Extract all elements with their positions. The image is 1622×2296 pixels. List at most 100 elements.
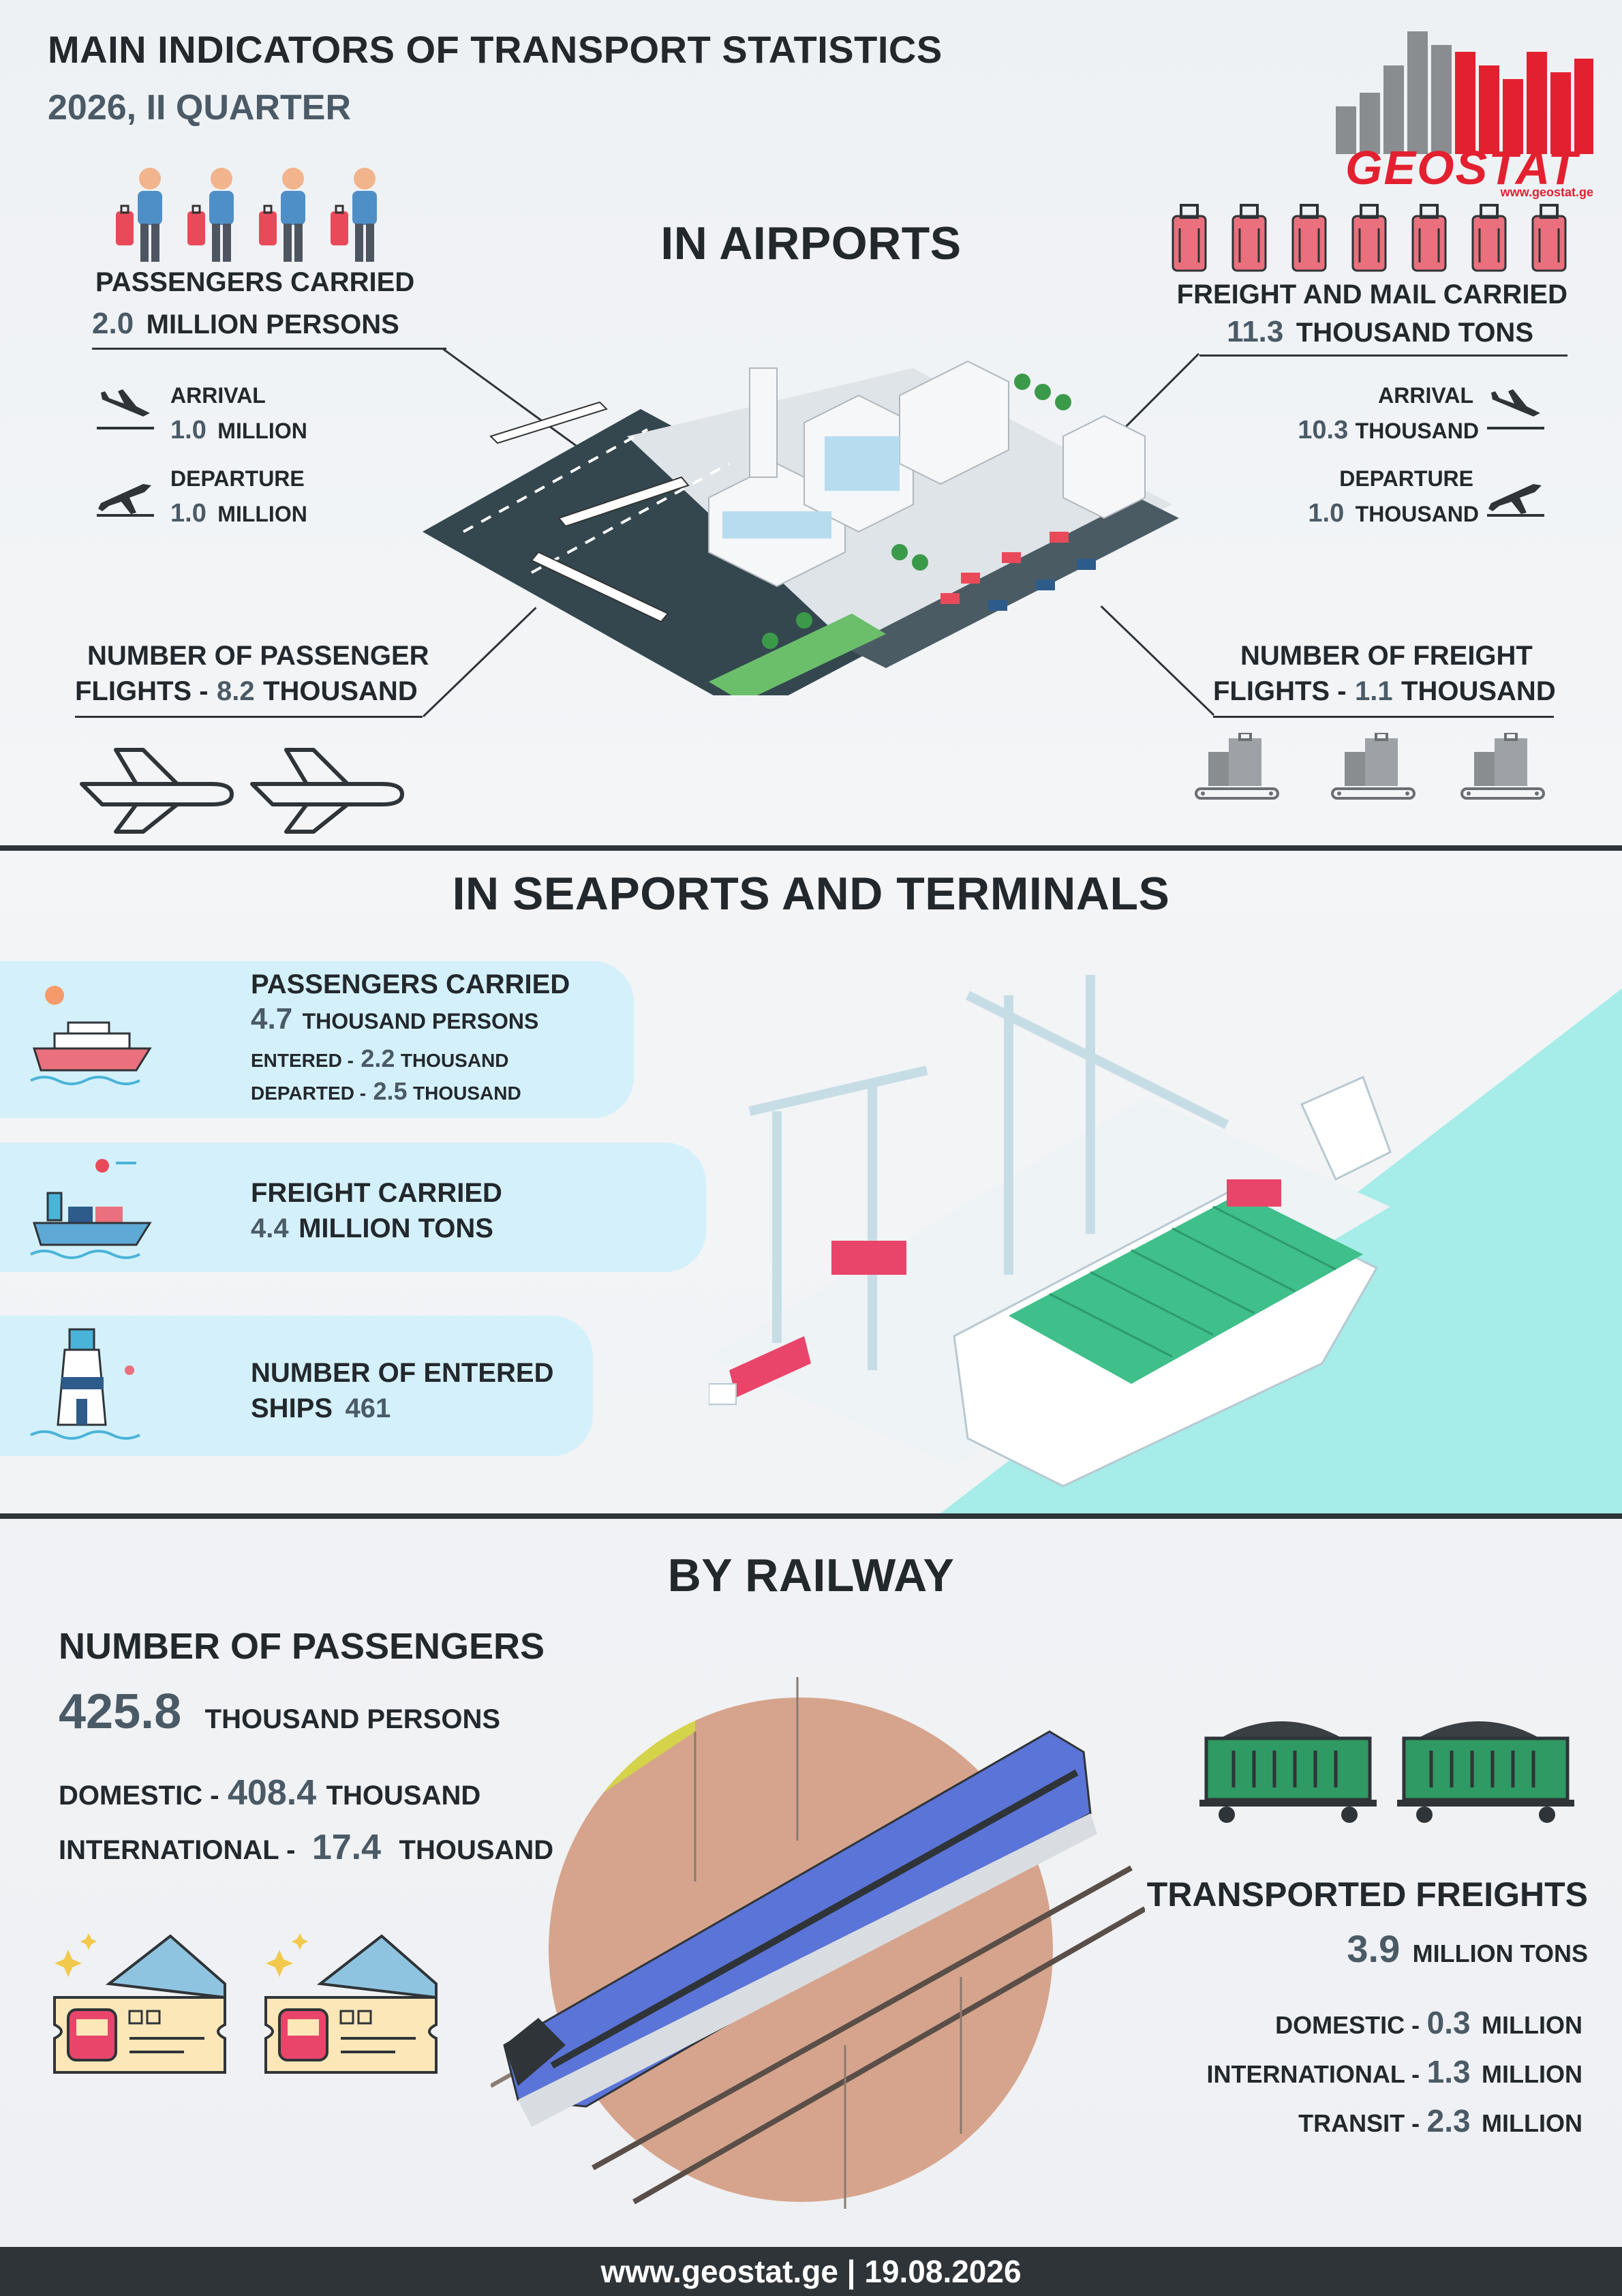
sea-freight-value-row: 4.4 MILLION TONS xyxy=(251,1213,493,1244)
air-fr-flights-row: FLIGHTS - 1.1 THOUSAND xyxy=(1213,676,1556,707)
rail-domestic-value: 408.4 xyxy=(228,1773,317,1813)
air-pass-departure-label: DEPARTURE xyxy=(170,466,305,491)
airports-heading: IN AIRPORTS xyxy=(660,217,962,269)
geostat-logo: GEOSTAT www.geostat.ge xyxy=(1329,25,1595,199)
rail-fr-domestic-row: DOMESTIC - 0.3 MILLION xyxy=(1275,2004,1582,2041)
sea-ships-row: SHIPS 461 xyxy=(251,1393,391,1424)
air-fr-departure-label: DEPARTURE xyxy=(1339,466,1473,491)
rail-fr-intl-row: INTERNATIONAL - 1.3 MILLION xyxy=(1207,2053,1583,2090)
train-tickets-icon xyxy=(53,1932,438,2074)
airport-illustration xyxy=(423,360,1179,695)
air-pass-departure-unit: MILLION xyxy=(217,502,307,526)
air-passengers-value: 2.0 xyxy=(92,307,134,340)
sea-pass-label: PASSENGERS CARRIED xyxy=(251,969,570,999)
page-title: MAIN INDICATORS OF TRANSPORT STATISTICS xyxy=(48,28,943,71)
rail-freight-value: 3.9 xyxy=(1347,1927,1401,1970)
rail-fr-transit-label: TRANSIT - xyxy=(1298,2109,1420,2137)
sea-pass-unit: THOUSAND PERSONS xyxy=(302,1009,539,1033)
cargo-ship-icon xyxy=(30,1159,152,1259)
rail-fr-intl-value: 1.3 xyxy=(1426,2054,1471,2089)
air-fr-arrival-label: ARRIVAL xyxy=(1378,383,1473,408)
rail-fr-domestic-value: 0.3 xyxy=(1426,2005,1471,2040)
sea-entered-value: 2.2 xyxy=(361,1044,395,1072)
air-pass-departure-row: 1.0 MILLION xyxy=(170,499,307,528)
air-fr-arrival-value: 10.3 xyxy=(1298,416,1349,444)
rail-pass-value: 425.8 xyxy=(59,1685,182,1739)
air-freight-value-row: 11.3 THOUSAND TONS xyxy=(1227,315,1533,349)
air-fr-departure-row: 1.0 THOUSAND xyxy=(1308,499,1479,528)
sea-departed-label: DEPARTED - xyxy=(251,1083,367,1104)
rail-pass-unit: THOUSAND PERSONS xyxy=(204,1704,501,1734)
sea-entered-label: ENTERED - xyxy=(251,1050,354,1071)
rail-domestic-unit: THOUSAND xyxy=(326,1781,481,1811)
sea-entered-unit: THOUSAND xyxy=(400,1050,509,1071)
rail-fr-intl-unit: MILLION xyxy=(1482,2060,1582,2088)
rail-fr-intl-label: INTERNATIONAL - xyxy=(1206,2060,1420,2088)
plane-arrival-icon xyxy=(97,389,154,429)
sea-freight-label: FREIGHT CARRIED xyxy=(251,1178,502,1208)
air-passengers-unit: MILLION PERSONS xyxy=(146,309,399,339)
rail-freight-unit: MILLION TONS xyxy=(1412,1939,1588,1967)
seaports-heading: IN SEAPORTS AND TERMINALS xyxy=(452,868,1170,920)
rail-pass-value-row: 425.8 THOUSAND PERSONS xyxy=(59,1684,500,1740)
logo-text: GEOSTAT xyxy=(1345,141,1578,194)
air-pass-flights-row: FLIGHTS - 8.2 THOUSAND xyxy=(75,676,418,707)
rail-intl-label: INTERNATIONAL - xyxy=(59,1835,296,1865)
air-pass-arrival-row: 1.0 MILLION xyxy=(170,416,307,445)
sea-ships-line1: NUMBER OF ENTERED xyxy=(251,1358,554,1388)
rail-fr-transit-value: 2.3 xyxy=(1426,2103,1471,2139)
rail-freight-label: TRANSPORTED FREIGHTS xyxy=(1146,1875,1588,1914)
sea-departed-unit: THOUSAND xyxy=(413,1083,521,1104)
passengers-people-icon xyxy=(116,166,378,263)
rail-intl-value: 17.4 xyxy=(311,1828,382,1867)
air-fr-arrival-unit: THOUSAND xyxy=(1355,419,1479,443)
footer-text: www.geostat.ge | 19.08.2026 xyxy=(600,2254,1022,2289)
sea-ships-value: 461 xyxy=(345,1393,391,1423)
rail-domestic-row: DOMESTIC - 408.4 THOUSAND xyxy=(59,1772,480,1813)
air-fr-flights-unit: THOUSAND xyxy=(1401,676,1556,706)
rail-intl-unit: THOUSAND xyxy=(399,1835,554,1865)
sea-departed-value: 2.5 xyxy=(373,1077,408,1105)
air-pass-departure-value: 1.0 xyxy=(170,499,206,528)
sea-entered-row: ENTERED - 2.2 THOUSAND xyxy=(251,1044,509,1073)
freight-departure-icon xyxy=(1487,484,1544,517)
air-freight-value: 11.3 xyxy=(1227,315,1284,348)
rail-fr-domestic-label: DOMESTIC - xyxy=(1275,2011,1420,2039)
air-fr-departure-value: 1.0 xyxy=(1308,499,1345,528)
railway-heading: BY RAILWAY xyxy=(667,1550,955,1601)
air-fr-flights-value: 1.1 xyxy=(1354,676,1393,706)
train-illustration xyxy=(491,1677,1145,2209)
air-passengers-value-row: 2.0 MILLION PERSONS xyxy=(92,307,399,341)
baggage-conveyor-icon xyxy=(1195,733,1545,800)
freight-luggage-icon xyxy=(1172,204,1567,272)
air-pass-flights-line2: FLIGHTS - xyxy=(75,676,209,706)
air-freight-label: FREIGHT AND MAIL CARRIED xyxy=(1176,280,1567,309)
sea-pass-value-row: 4.7 THOUSAND PERSONS xyxy=(251,1002,538,1036)
air-fr-flights-line1: NUMBER OF FREIGHT xyxy=(1240,641,1533,671)
rail-freight-value-row: 3.9 MILLION TONS xyxy=(1347,1927,1588,1971)
sea-freight-value: 4.4 xyxy=(251,1213,289,1243)
page-subtitle: 2026, II QUARTER xyxy=(48,88,352,127)
rail-fr-domestic-unit: MILLION xyxy=(1482,2011,1582,2039)
rail-domestic-label: DOMESTIC - xyxy=(59,1781,219,1811)
air-pass-flights-line1: NUMBER OF PASSENGER xyxy=(87,641,429,671)
passenger-planes-icon xyxy=(80,748,404,834)
freight-arrival-icon xyxy=(1487,389,1544,429)
air-pass-arrival-label: ARRIVAL xyxy=(170,383,266,408)
logo-bars-icon xyxy=(1336,31,1593,154)
air-pass-arrival-value: 1.0 xyxy=(170,416,206,444)
air-freight-unit: THOUSAND TONS xyxy=(1296,318,1533,348)
air-pass-flights-value: 8.2 xyxy=(216,676,255,706)
lighthouse-icon xyxy=(30,1328,140,1440)
sea-ships-line2: SHIPS xyxy=(251,1393,333,1423)
air-fr-flights-line2: FLIGHTS - xyxy=(1213,676,1347,706)
port-illustration xyxy=(709,975,1622,1513)
ferry-icon xyxy=(30,986,152,1085)
rail-intl-row: INTERNATIONAL - 17.4 THOUSAND xyxy=(59,1827,553,1868)
logo-url: www.geostat.ge xyxy=(1500,185,1593,199)
rail-fr-transit-row: TRANSIT - 2.3 MILLION xyxy=(1298,2102,1582,2139)
rail-pass-label: NUMBER OF PASSENGERS xyxy=(59,1626,545,1667)
footer: www.geostat.ge | 19.08.2026 xyxy=(0,2247,1622,2296)
air-pass-flights-unit: THOUSAND xyxy=(263,676,418,706)
air-passengers-label: PASSENGERS CARRIED xyxy=(95,267,415,297)
